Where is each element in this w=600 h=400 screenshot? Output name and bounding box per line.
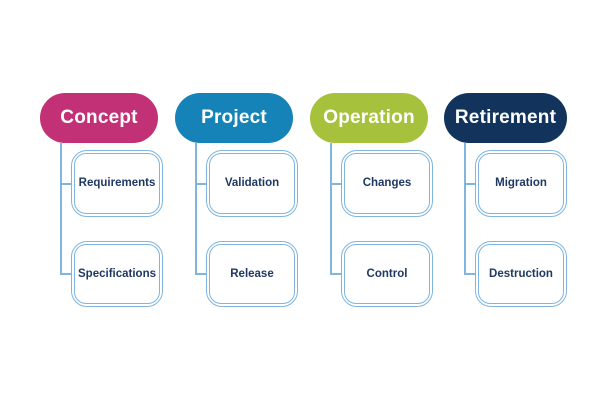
- phase-column-project: Project Validation Release: [175, 93, 310, 314]
- connector-stub: [330, 273, 341, 275]
- child-label: Control: [366, 267, 408, 280]
- phase-pill-project: Project: [175, 93, 293, 143]
- phase-pill-concept: Concept: [40, 93, 158, 143]
- connector-line: [195, 143, 197, 274]
- child-box-validation: Validation: [206, 150, 298, 217]
- child-box-control: Control: [341, 241, 433, 307]
- connector-stub: [464, 273, 475, 275]
- phase-column-operation: Operation Changes Control: [310, 93, 445, 314]
- child-label: Destruction: [489, 267, 553, 280]
- phase-pill-retirement: Retirement: [444, 93, 567, 143]
- child-box-release: Release: [206, 241, 298, 307]
- child-label: Changes: [362, 177, 412, 190]
- phase-column-retirement: Retirement Migration Destruction: [444, 93, 579, 314]
- connector-stub: [60, 273, 71, 275]
- child-label: Migration: [495, 177, 547, 190]
- child-box-requirements: Requirements: [71, 150, 163, 217]
- child-label: Specifications: [78, 267, 156, 280]
- child-label: Validation: [224, 177, 280, 190]
- child-label: Requirements: [78, 177, 156, 190]
- connector-stub: [330, 183, 341, 185]
- connector-stub: [195, 273, 206, 275]
- phase-column-concept: Concept Requirements Specifications: [40, 93, 175, 314]
- child-box-changes: Changes: [341, 150, 433, 217]
- connector-stub: [195, 183, 206, 185]
- child-box-destruction: Destruction: [475, 241, 567, 307]
- connector-line: [330, 143, 332, 274]
- connector-line: [464, 143, 466, 274]
- child-label: Release: [230, 267, 274, 280]
- connector-stub: [464, 183, 475, 185]
- phase-pill-operation: Operation: [310, 93, 428, 143]
- child-box-migration: Migration: [475, 150, 567, 217]
- child-box-specifications: Specifications: [71, 241, 163, 307]
- connector-line: [60, 143, 62, 274]
- connector-stub: [60, 183, 71, 185]
